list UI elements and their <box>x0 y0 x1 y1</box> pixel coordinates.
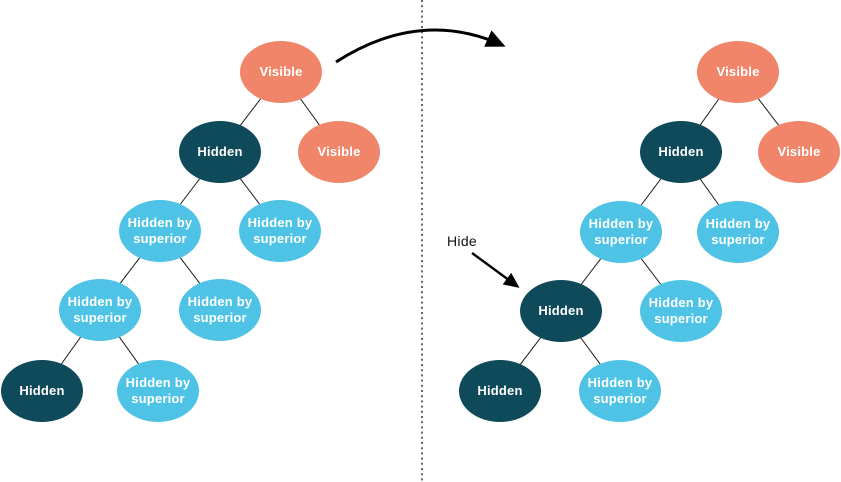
right-l1-visible: Visible <box>758 121 840 183</box>
left-root-visible: Visible <box>240 41 322 103</box>
hide-arrow <box>471 252 520 288</box>
right-l2-hbs-left: Hidden by superior <box>580 201 662 263</box>
right-l3-hbs: Hidden by superior <box>640 280 722 342</box>
left-l3-hbs-right: Hidden by superior <box>179 279 261 341</box>
left-l1-visible: Visible <box>298 121 380 183</box>
left-l3-hbs-left: Hidden by superior <box>59 279 141 341</box>
right-root-visible: Visible <box>697 41 779 103</box>
left-l2-hbs-left: Hidden by superior <box>119 200 201 262</box>
left-l4-hbs: Hidden by superior <box>117 360 199 422</box>
right-l3-hidden-target: Hidden <box>520 280 602 342</box>
left-l2-hbs-right: Hidden by superior <box>239 200 321 262</box>
right-l1-hidden: Hidden <box>640 121 722 183</box>
left-l1-hidden: Hidden <box>179 121 261 183</box>
transform-arrow <box>335 28 506 64</box>
right-l2-hbs-right: Hidden by superior <box>697 201 779 263</box>
right-l4-hidden: Hidden <box>459 360 541 422</box>
right-l4-hbs: Hidden by superior <box>579 360 661 422</box>
left-l4-hidden: Hidden <box>1 360 83 422</box>
hide-label: Hide <box>447 233 477 249</box>
